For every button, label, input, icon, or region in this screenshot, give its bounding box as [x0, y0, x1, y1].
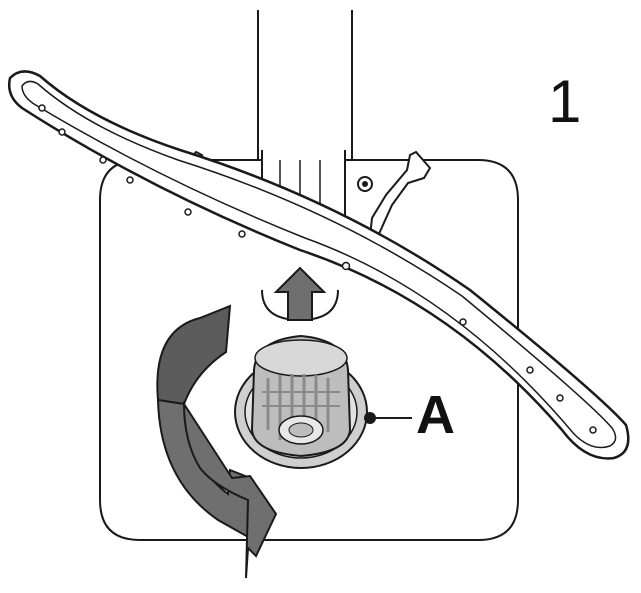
right-spray-arm-clip: [357, 150, 432, 237]
filter-assembly: [234, 334, 368, 469]
callout-label: A: [416, 385, 455, 445]
step-number: 1: [548, 68, 582, 135]
curved-rotate-arrow-icon: [156, 304, 278, 579]
leader-dot-icon: [364, 412, 376, 424]
lower-spray-arm: [8, 70, 630, 460]
up-arrow-icon: [273, 266, 327, 321]
